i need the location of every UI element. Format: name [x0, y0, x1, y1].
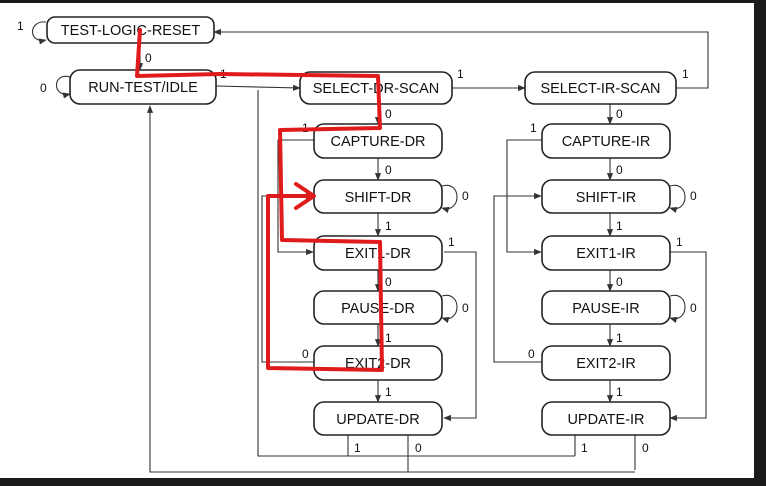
state-select-ir-scan: SELECT-IR-SCAN — [524, 71, 677, 105]
edge-label: 1 — [17, 19, 24, 33]
state-capture-dr: CAPTURE-DR — [313, 123, 443, 159]
edge-label: 0 — [40, 81, 47, 95]
edge-label: 0 — [616, 163, 623, 177]
edge-label: 1 — [682, 67, 689, 81]
state-pause-dr: PAUSE-DR — [313, 290, 443, 325]
state-select-dr-scan: SELECT-DR-SCAN — [299, 71, 453, 105]
state-label: UPDATE-IR — [567, 412, 644, 428]
frame-top-edge — [0, 0, 766, 3]
edge-label: 0 — [690, 189, 697, 203]
edge-label: 1 — [385, 331, 392, 345]
red-arrowhead-icon — [294, 182, 316, 210]
edge-label: 1 — [616, 331, 623, 345]
state-label: UPDATE-DR — [336, 412, 420, 428]
state-label: EXIT2-IR — [576, 356, 636, 372]
edge-label: 1 — [616, 219, 623, 233]
shift-dr-self-loop — [441, 184, 458, 213]
edge-labels: 1 0 0 1 1 1 0 1 0 0 1 1 0 0 1 0 1 1 0 0 … — [17, 19, 697, 455]
exit1-dr-to-update-dr — [443, 251, 477, 422]
state-label: SHIFT-DR — [345, 190, 412, 206]
rti-to-select-dr — [215, 84, 301, 91]
edge-label: 0 — [462, 189, 469, 203]
pause-ir-self-loop — [669, 294, 686, 323]
red-route-line — [135, 28, 384, 372]
state-pause-ir: PAUSE-IR — [541, 290, 671, 325]
state-label: CAPTURE-IR — [562, 134, 651, 150]
state-label: SELECT-DR-SCAN — [313, 81, 440, 97]
edge-label: 0 — [462, 301, 469, 315]
shift-ir-self-loop — [669, 184, 686, 213]
edge-label: 1 — [457, 67, 464, 81]
rti-self-loop — [55, 75, 71, 99]
edge-label: 1 — [530, 121, 537, 135]
state-label: EXIT1-DR — [345, 246, 411, 262]
edge-label: 1 — [581, 441, 588, 455]
update-return-to-rti — [146, 105, 635, 473]
state-label: SELECT-IR-SCAN — [540, 81, 660, 97]
pause-dr-self-loop — [441, 294, 458, 323]
edge-label: 0 — [690, 301, 697, 315]
edge-label: 1 — [676, 235, 683, 249]
frame-right-edge — [754, 0, 766, 486]
red-annotation-path — [135, 28, 384, 372]
state-run-test-idle: RUN-TEST/IDLE — [69, 69, 217, 105]
state-label: TEST-LOGIC-RESET — [61, 23, 201, 39]
state-shift-ir: SHIFT-IR — [541, 179, 671, 214]
edge-label: 0 — [145, 51, 152, 65]
state-label: PAUSE-IR — [572, 301, 639, 317]
edge-label: 0 — [385, 163, 392, 177]
state-label: RUN-TEST/IDLE — [88, 80, 198, 96]
edge-label: 1 — [354, 441, 361, 455]
exit1-ir-to-update-ir — [669, 251, 707, 422]
state-exit1-ir: EXIT1-IR — [541, 235, 671, 271]
state-label: SHIFT-IR — [576, 190, 636, 206]
exit2-ir-to-shift-ir — [493, 192, 542, 363]
state-shift-dr: SHIFT-DR — [313, 179, 443, 214]
states: TEST-LOGIC-RESET RUN-TEST/IDLE SELECT-DR… — [46, 16, 677, 436]
state-exit2-dr: EXIT2-DR — [313, 345, 443, 381]
state-update-ir: UPDATE-IR — [541, 401, 671, 436]
edge-label: 0 — [385, 275, 392, 289]
edge-label: 1 — [616, 385, 623, 399]
state-update-dr: UPDATE-DR — [313, 401, 443, 436]
edge-label: 0 — [642, 441, 649, 455]
state-label: CAPTURE-DR — [330, 134, 425, 150]
frame-bottom-edge — [0, 478, 766, 486]
edge-label: 0 — [616, 275, 623, 289]
state-test-logic-reset: TEST-LOGIC-RESET — [46, 16, 215, 44]
edge-label: 0 — [302, 347, 309, 361]
transition-lines — [31, 21, 709, 473]
edge-label: 1 — [385, 385, 392, 399]
select-ir-to-tlr — [213, 28, 709, 89]
state-label: PAUSE-DR — [341, 301, 415, 317]
state-label: EXIT1-IR — [576, 246, 636, 262]
edge-label: 0 — [415, 441, 422, 455]
edge-label: 0 — [616, 107, 623, 121]
state-exit2-ir: EXIT2-IR — [541, 345, 671, 381]
edge-label: 0 — [528, 347, 535, 361]
state-capture-ir: CAPTURE-IR — [541, 123, 671, 159]
edge-label: 1 — [448, 235, 455, 249]
state-exit1-dr: EXIT1-DR — [313, 235, 443, 271]
edge-label: 1 — [385, 219, 392, 233]
tlr-self-loop — [31, 21, 47, 45]
edge-label: 0 — [385, 107, 392, 121]
